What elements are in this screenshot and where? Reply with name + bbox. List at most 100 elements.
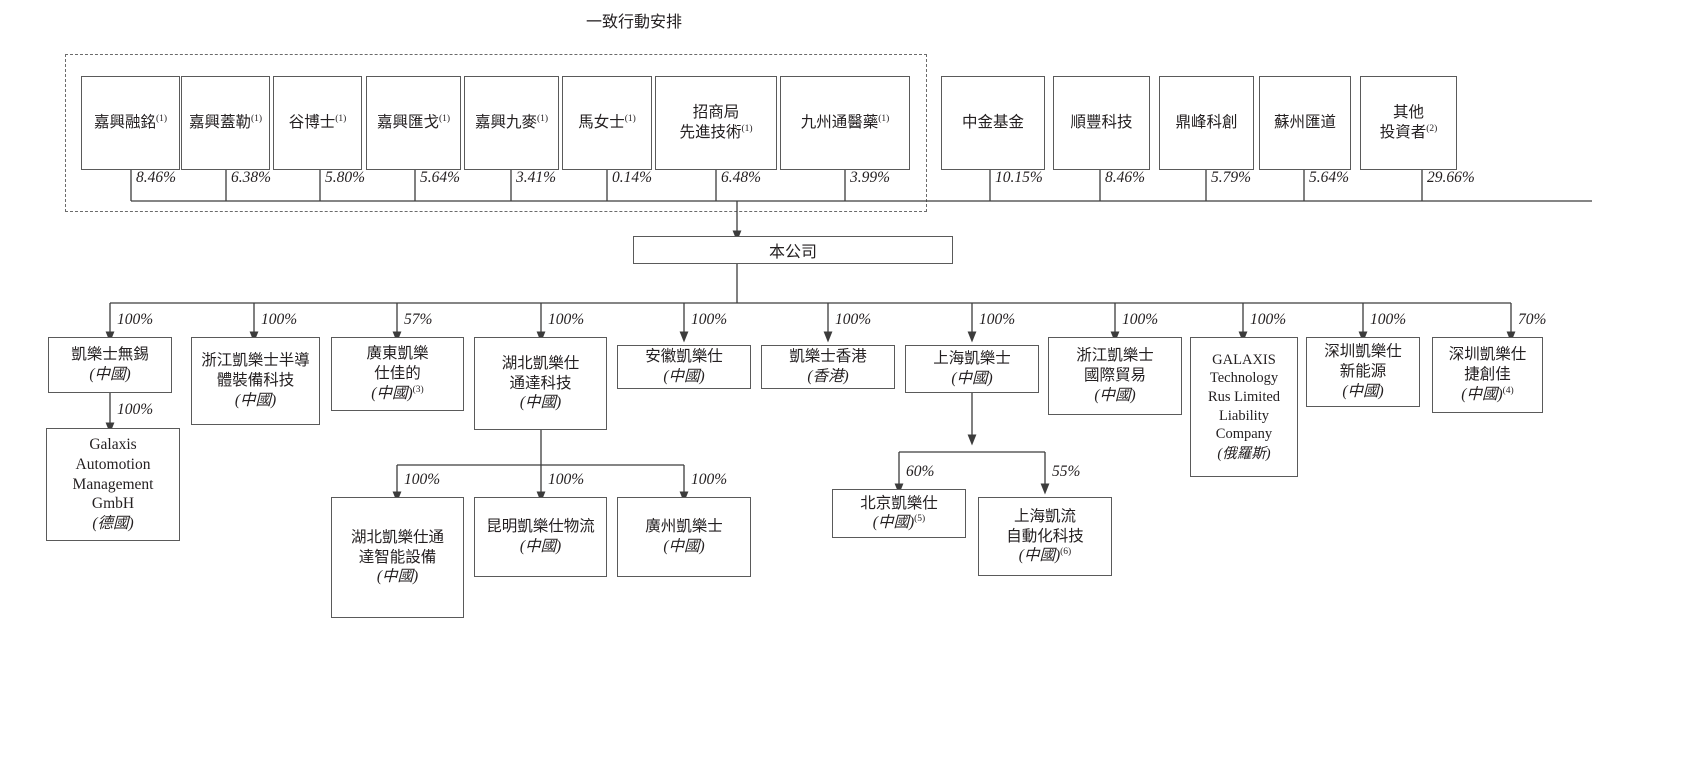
- shareholder-box-7[interactable]: 九州通醫藥(1): [780, 76, 910, 170]
- shareholder-box-12[interactable]: 其他 投資者(2): [1360, 76, 1457, 170]
- shareholder-pct-7: 3.99%: [850, 169, 891, 186]
- third-level-pct-4: 60%: [906, 463, 935, 480]
- subsidiary-box-2[interactable]: 廣東凱樂 仕佳的(中國)(3): [331, 337, 464, 411]
- parent-company-box[interactable]: 本公司: [633, 236, 953, 264]
- third-level-box-5[interactable]: 上海凱流 自動化科技 (中國)(6): [978, 497, 1112, 576]
- subsidiary-box-4[interactable]: 安徽凱樂仕(中國): [617, 345, 751, 389]
- subsidiary-box-5[interactable]: 凱樂士香港 (香港): [761, 345, 895, 389]
- shareholder-box-8[interactable]: 中金基金: [941, 76, 1045, 170]
- shareholder-pct-4: 3.41%: [516, 169, 557, 186]
- third-level-name-3: 廣州凱樂士: [645, 518, 723, 536]
- subsidiary-pct-7: 100%: [1122, 311, 1159, 328]
- third-level-note-5: (6): [1060, 547, 1072, 558]
- subsidiary-name-5: 凱樂士香港: [789, 348, 867, 366]
- chart-title: 一致行動安排: [586, 14, 683, 31]
- shareholder-note-7: (1): [878, 114, 890, 124]
- subsidiary-pct-0: 100%: [117, 311, 154, 328]
- shareholder-note-4: (1): [536, 114, 549, 124]
- third-level-pct-1: 100%: [404, 471, 441, 488]
- subsidiary-note-10: (4): [1502, 385, 1514, 396]
- third-level-country-4: (中國): [872, 514, 915, 532]
- subsidiary-name-0: 凱樂士無錫: [71, 346, 149, 364]
- third-level-country-3: (中國): [663, 538, 705, 556]
- shareholder-name-5: 馬女士: [578, 114, 625, 132]
- shareholder-note-3: (1): [438, 114, 451, 124]
- subsidiary-name-7: 浙江凱樂士 國際貿易: [1076, 347, 1154, 384]
- shareholder-pct-1: 6.38%: [231, 169, 272, 186]
- third-level-name-5: 上海凱流 自動化科技: [1006, 507, 1084, 545]
- third-level-name-2: 昆明凱樂仕物流: [486, 518, 595, 536]
- subsidiary-box-10[interactable]: 深圳凱樂仕 捷創佳(中國)(4): [1432, 337, 1543, 413]
- subsidiary-note-2: (3): [412, 384, 424, 395]
- subsidiary-box-8[interactable]: GALAXIS Technology Rus Limited Liability…: [1190, 337, 1298, 477]
- shareholder-box-11[interactable]: 蘇州匯道: [1259, 76, 1351, 170]
- third-level-box-4[interactable]: 北京凱樂仕 (中國)(5): [832, 489, 966, 538]
- subsidiary-country-5: (香港): [807, 368, 849, 386]
- subsidiary-name-8: GALAXIS Technology Rus Limited Liability…: [1207, 351, 1281, 443]
- third-level-pct-2: 100%: [548, 471, 585, 488]
- subsidiary-box-1[interactable]: 浙江凱樂士半導 體裝備科技(中國): [191, 337, 320, 425]
- third-level-note-4: (5): [914, 514, 926, 525]
- shareholder-name-3: 嘉興匯戈: [376, 114, 439, 132]
- concert-party-group-box: [65, 54, 927, 212]
- shareholder-note-12: (2): [1426, 123, 1438, 134]
- third-level-pct-3: 100%: [691, 471, 728, 488]
- subsidiary-country-8: (俄羅斯): [1217, 445, 1271, 462]
- shareholder-name-7: 九州通醫藥: [800, 114, 879, 132]
- shareholder-pct-0: 8.46%: [136, 169, 177, 186]
- third-level-name-0: Galaxis Automotion Management GmbH: [72, 435, 154, 513]
- shareholder-name-10: 鼎峰科創: [1175, 114, 1238, 132]
- third-level-box-1[interactable]: 湖北凱樂仕通 達智能設備(中國): [331, 497, 464, 618]
- subsidiary-pct-6: 100%: [979, 311, 1016, 328]
- shareholder-box-9[interactable]: 順豐科技: [1053, 76, 1150, 170]
- shareholder-pct-6: 6.48%: [721, 169, 762, 186]
- shareholder-name-9: 順豐科技: [1070, 114, 1133, 132]
- third-level-pct-0: 100%: [117, 401, 154, 418]
- shareholder-box-1[interactable]: 嘉興蓋勒(1): [181, 76, 270, 170]
- third-level-box-0[interactable]: Galaxis Automotion Management GmbH (德國): [46, 428, 180, 541]
- third-level-box-3[interactable]: 廣州凱樂士 (中國): [617, 497, 751, 577]
- subsidiary-name-3: 湖北凱樂仕 通達科技: [501, 354, 580, 392]
- shareholder-pct-5: 0.14%: [612, 169, 653, 186]
- shareholder-note-5: (1): [624, 114, 636, 124]
- subsidiary-pct-3: 100%: [548, 311, 585, 328]
- shareholder-pct-3: 5.64%: [420, 169, 461, 186]
- shareholder-note-6: (1): [741, 123, 753, 134]
- parent-company-label: 本公司: [768, 244, 817, 261]
- third-level-country-5: (中國): [1018, 547, 1061, 565]
- shareholder-name-8: 中金基金: [961, 114, 1024, 132]
- subsidiary-name-9: 深圳凱樂仕 新能源: [1324, 343, 1402, 380]
- third-level-country-0: (德國): [92, 515, 134, 533]
- subsidiary-box-0[interactable]: 凱樂士無錫 (中國): [48, 337, 172, 393]
- subsidiary-pct-8: 100%: [1250, 311, 1287, 328]
- subsidiary-name-4: 安徽凱樂仕: [645, 348, 723, 366]
- shareholder-box-10[interactable]: 鼎峰科創: [1159, 76, 1254, 170]
- shareholder-box-4[interactable]: 嘉興九麥(1): [464, 76, 559, 170]
- third-level-box-2[interactable]: 昆明凱樂仕物流 (中國): [474, 497, 607, 577]
- shareholder-name-1: 嘉興蓋勒: [188, 114, 251, 132]
- subsidiary-pct-1: 100%: [261, 311, 298, 328]
- subsidiary-box-3[interactable]: 湖北凱樂仕 通達科技(中國): [474, 337, 607, 430]
- shareholder-box-6[interactable]: 招商局 先進技術(1): [655, 76, 777, 170]
- subsidiary-pct-4: 100%: [691, 311, 728, 328]
- shareholder-box-2[interactable]: 谷博士(1): [273, 76, 362, 170]
- subsidiary-country-6: (中國): [951, 370, 993, 388]
- subsidiary-country-10: (中國): [1461, 385, 1503, 403]
- subsidiary-box-6[interactable]: 上海凱樂士(中國): [905, 345, 1039, 393]
- shareholder-name-11: 蘇州匯道: [1273, 114, 1336, 132]
- subsidiary-country-1: (中國): [234, 391, 277, 409]
- shareholder-box-0[interactable]: 嘉興融銘(1): [81, 76, 180, 170]
- subsidiary-box-7[interactable]: 浙江凱樂士 國際貿易 (中國): [1048, 337, 1182, 415]
- subsidiary-box-9[interactable]: 深圳凱樂仕 新能源(中國): [1306, 337, 1420, 407]
- third-level-country-2: (中國): [519, 538, 562, 556]
- subsidiary-pct-5: 100%: [835, 311, 872, 328]
- shareholder-box-5[interactable]: 馬女士(1): [562, 76, 652, 170]
- shareholder-name-12: 其他 投資者: [1379, 104, 1427, 142]
- shareholder-name-6: 招商局 先進技術: [679, 104, 742, 142]
- third-level-pct-5: 55%: [1052, 463, 1081, 480]
- subsidiary-pct-10: 70%: [1518, 311, 1547, 328]
- subsidiary-country-7: (中國): [1094, 386, 1136, 404]
- third-level-name-4: 北京凱樂仕: [860, 494, 938, 512]
- shareholder-box-3[interactable]: 嘉興匯戈(1): [366, 76, 461, 170]
- subsidiary-country-0: (中國): [89, 366, 131, 384]
